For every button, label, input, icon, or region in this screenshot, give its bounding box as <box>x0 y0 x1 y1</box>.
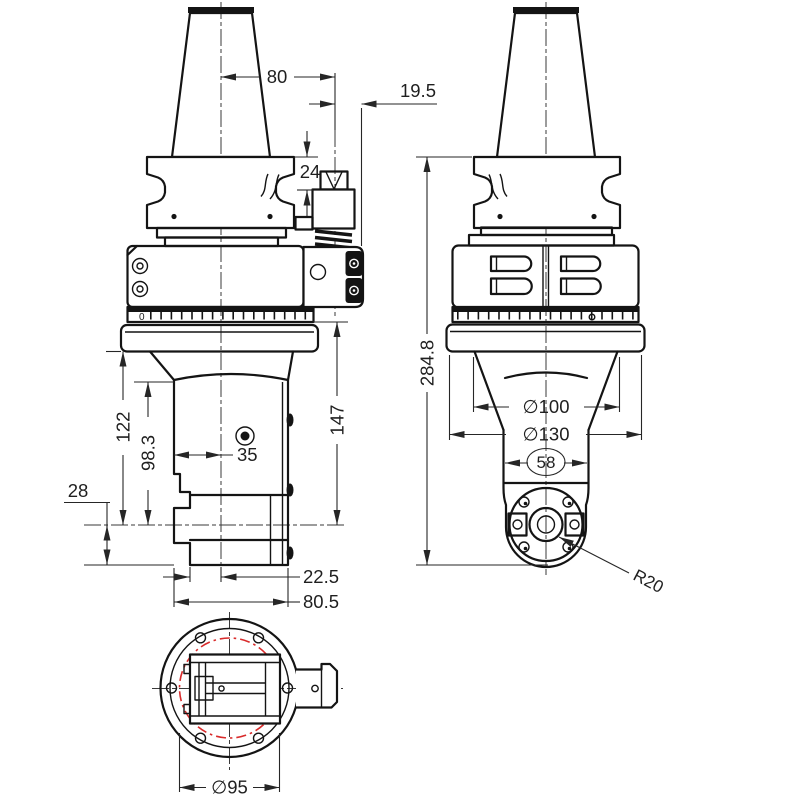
fv-scale-band <box>128 307 313 312</box>
sv-slot <box>559 277 602 296</box>
sv-face-tab <box>564 512 585 537</box>
sv-face-screws <box>518 496 574 553</box>
dim-22-5: 22.5 <box>303 566 339 587</box>
bv-side-tab <box>183 663 191 675</box>
sv-slot <box>489 277 533 296</box>
fv-scale-ring <box>126 305 315 324</box>
sv-scale-ring <box>451 305 640 324</box>
dim-28: 28 <box>68 480 89 501</box>
fv-arm-spring-housing <box>311 188 356 230</box>
fv-scale-zero: 0 <box>139 312 145 323</box>
fv-body-screw <box>131 280 149 298</box>
dim-58: 58 <box>537 453 556 472</box>
dim-19-5: 19.5 <box>400 80 436 101</box>
dim-24: 24 <box>300 161 321 182</box>
fv-arm-spring-coils <box>314 229 353 250</box>
front-view: 0 <box>64 2 437 612</box>
bv-housing <box>183 653 282 725</box>
dim-100: ∅100 <box>523 396 570 417</box>
fv-body: 0 <box>119 244 320 353</box>
fv-side-setscrew <box>286 546 294 560</box>
fv-flange-notch <box>171 213 177 220</box>
fv-side-setscrew <box>286 413 294 427</box>
sv-head <box>473 350 619 569</box>
dim-80: 80 <box>267 66 288 87</box>
fv-side-setscrew <box>286 483 294 497</box>
sv-scale-index <box>588 313 596 321</box>
fv-arm-hole <box>309 263 327 281</box>
bv-clamp-block <box>194 675 214 701</box>
fv-arm-bolt-head <box>319 170 349 191</box>
bv-inner-flange <box>169 627 290 749</box>
sv-slot <box>489 255 533 273</box>
fv-dimensions: 80 19.5 24 147 122 98.3 <box>64 66 437 612</box>
sv-dimensions: 284.8 ∅100 ∅130 58 R20 <box>416 156 667 597</box>
fv-face-screw <box>235 426 255 446</box>
side-view: 284.8 ∅100 ∅130 58 R20 <box>416 2 667 597</box>
dim-147: 147 <box>327 405 348 436</box>
dim-80-5: 80.5 <box>303 591 339 612</box>
dim-284-8: 284.8 <box>417 340 438 386</box>
bv-bolt-holes <box>165 632 294 744</box>
fv-lower-ring <box>119 323 320 353</box>
fv-torque-arm <box>294 170 365 309</box>
dim-122: 122 <box>113 412 134 443</box>
sv-spindle-hub <box>528 506 564 543</box>
bv-dimensions: ∅95 <box>178 733 281 798</box>
sv-lower-ring <box>445 323 646 353</box>
sv-slot <box>559 255 602 273</box>
fv-arm-screw <box>349 285 359 296</box>
dim-95: ∅95 <box>211 777 248 798</box>
dim-35: 35 <box>237 444 258 465</box>
fv-body-screw <box>131 257 149 275</box>
fv-flange-notch <box>267 213 273 220</box>
bv-center-pin <box>218 685 225 692</box>
bv-side-tab <box>183 703 191 715</box>
dim-58-balloon <box>526 447 566 477</box>
sv-flange <box>467 155 622 247</box>
sv-scale-band <box>453 307 638 312</box>
sv-pullstud-cap <box>513 7 579 13</box>
dim-r20: R20 <box>630 566 666 597</box>
sv-body <box>445 244 646 353</box>
sv-face-tab <box>507 512 528 537</box>
fv-arm-screw <box>349 258 359 269</box>
sv-spindle-bore <box>536 515 556 534</box>
fv-flange <box>145 155 296 248</box>
fv-arm-nut <box>294 215 314 231</box>
sv-flange-notch <box>591 213 597 220</box>
bv-torque-arm-protrusion <box>294 662 339 709</box>
dim-130: ∅130 <box>523 424 570 445</box>
sv-flange-notch <box>497 213 503 220</box>
fv-spindle-housing <box>148 350 295 567</box>
bottom-view: ∅95 <box>152 612 343 798</box>
dim-98-3: 98.3 <box>138 435 159 471</box>
fv-pullstud-cap <box>188 7 254 13</box>
